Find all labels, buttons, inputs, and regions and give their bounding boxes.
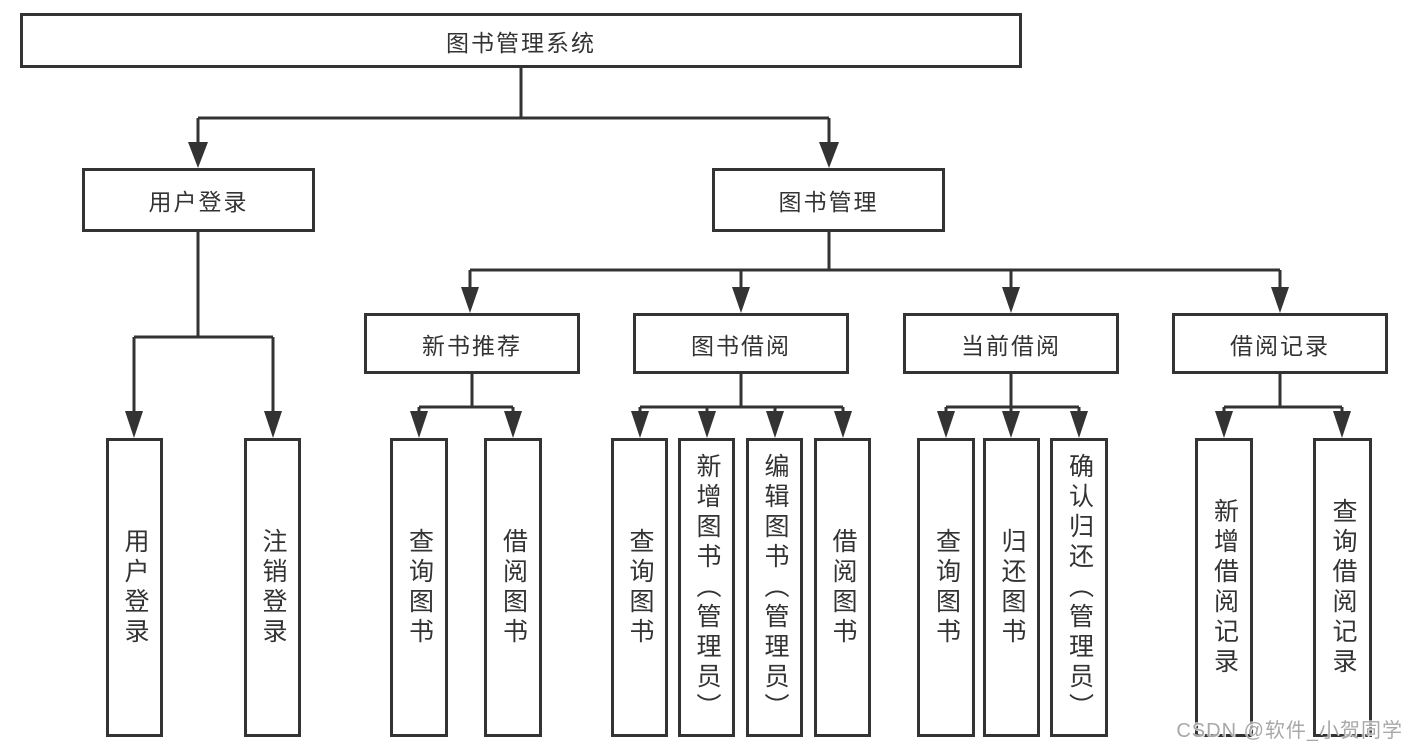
leaf-query-books-current: 查询图书 [917,438,975,737]
node-book-borrowing-label: 图书借阅 [691,332,791,359]
leaf-user-login: 用户登录 [106,438,163,737]
leaf-return-book-label: 归还图书 [998,527,1026,648]
leaf-query-books-borrowing: 查询图书 [611,438,668,737]
connector-current-borrow-branch [944,374,1081,412]
node-current-borrowing: 当前借阅 [903,313,1119,374]
leaf-query-borrow-record: 查询借阅记录 [1313,438,1372,737]
node-root: 图书管理系统 [20,13,1022,68]
node-user-login-label: 用户登录 [148,189,249,215]
node-borrowing-records-label: 借阅记录 [1230,332,1330,359]
connector-new-book-branch [417,374,515,412]
node-new-book-recommend-label: 新书推荐 [422,332,522,359]
leaf-edit-book-admin: 编辑图书（管理员） [746,438,803,737]
leaf-add-book-admin: 新增图书（管理员） [678,438,735,737]
node-book-management: 图书管理 [712,168,945,232]
leaf-confirm-return-admin: 确认归还（管理员） [1050,438,1108,737]
node-root-label: 图书管理系统 [446,29,596,56]
leaf-add-book-admin-label: 新增图书（管理员） [693,452,721,723]
leaf-borrow-books-recommend: 借阅图书 [484,438,542,737]
node-user-login: 用户登录 [82,168,315,232]
leaf-user-login-label: 用户登录 [121,527,149,648]
node-new-book-recommend: 新书推荐 [364,313,580,374]
leaf-return-book: 归还图书 [983,438,1040,737]
leaf-logout: 注销登录 [244,438,301,737]
leaf-add-borrow-record-label: 新增借阅记录 [1210,497,1239,678]
node-borrowing-records: 借阅记录 [1172,313,1388,374]
connector-borrow-records-branch [1222,374,1344,412]
leaf-edit-book-admin-label: 编辑图书（管理员） [761,452,789,723]
csdn-watermark: CSDN @软件_小贺同学 [1176,720,1403,742]
leaf-borrow-books-borrowing: 借阅图书 [814,438,871,737]
leaf-add-borrow-record: 新增借阅记录 [1195,438,1253,737]
leaf-query-borrow-record-label: 查询借阅记录 [1329,497,1357,678]
connector-user-login-branch [132,232,275,412]
leaf-borrow-books-borrowing-label: 借阅图书 [829,527,857,648]
connector-root-branch [196,68,831,143]
leaf-query-books-recommend: 查询图书 [390,438,448,737]
connector-book-borrow-branch [638,374,845,412]
leaf-logout-label: 注销登录 [259,527,287,648]
leaf-query-books-borrowing-label: 查询图书 [626,527,654,648]
leaf-query-books-current-label: 查询图书 [932,527,961,648]
node-book-management-label: 图书管理 [778,189,879,215]
connector-book-mgmt-branch [468,232,1282,288]
leaf-confirm-return-admin-label: 确认归还（管理员） [1065,452,1094,723]
node-current-borrowing-label: 当前借阅 [961,332,1061,359]
leaf-query-books-recommend-label: 查询图书 [405,527,434,648]
node-book-borrowing: 图书借阅 [633,313,849,374]
leaf-borrow-books-recommend-label: 借阅图书 [499,527,528,648]
